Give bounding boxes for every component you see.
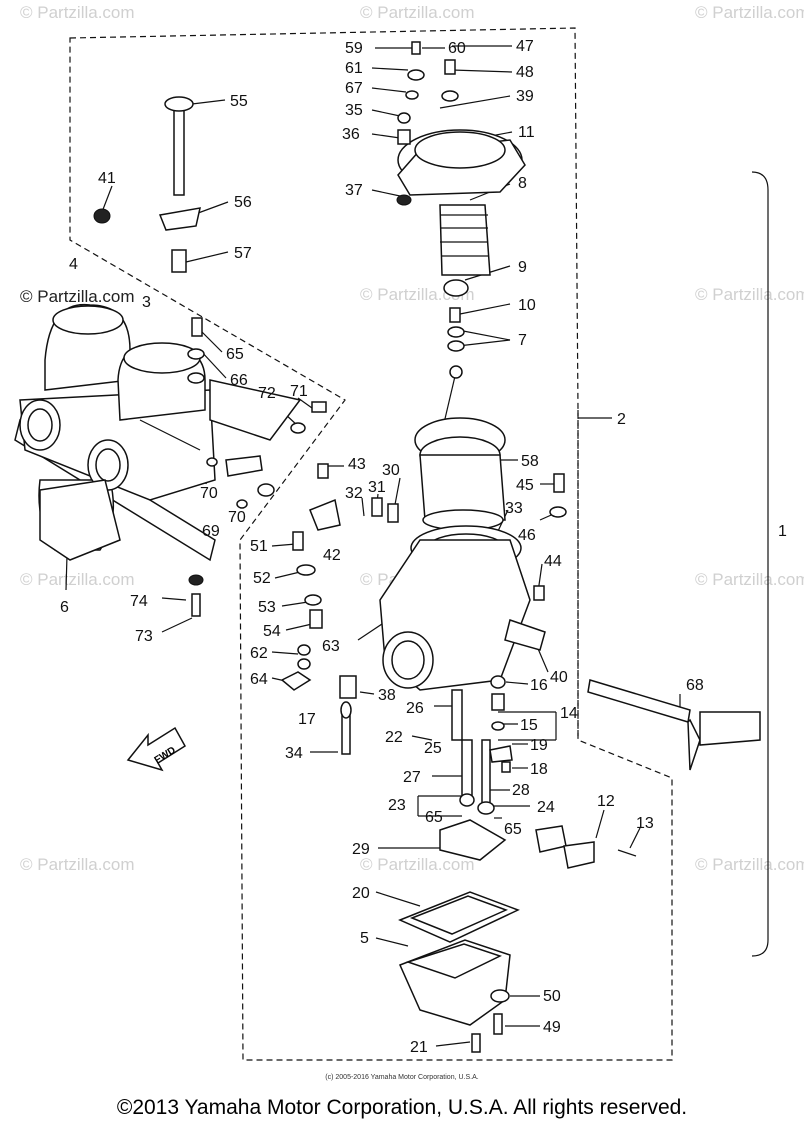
callout: 45 (516, 477, 534, 494)
callout: 50 (543, 988, 561, 1005)
carburetor-body (280, 463, 761, 771)
callout: 54 (263, 623, 281, 640)
callout: 14 (560, 705, 578, 722)
callout: 48 (516, 64, 534, 81)
watermark: © Partzilla.com (20, 3, 135, 22)
callout: 38 (378, 687, 396, 704)
callout: 24 (537, 799, 555, 816)
callout: 64 (250, 671, 268, 688)
callout: 53 (258, 599, 276, 616)
callout: 21 (410, 1039, 428, 1056)
callout: 59 (345, 40, 363, 57)
watermark: © Partzilla.com (695, 285, 804, 304)
callout: 25 (424, 740, 442, 757)
left-parts (39, 96, 327, 617)
callout: 7 (518, 332, 527, 349)
callout: 65 (226, 346, 244, 363)
callout: 49 (543, 1019, 561, 1036)
callout: 3 (142, 294, 151, 311)
callout: 35 (345, 102, 363, 119)
callout: 17 (298, 711, 316, 728)
callout: 57 (234, 245, 252, 262)
callout: 28 (512, 782, 530, 799)
callout: 10 (518, 297, 536, 314)
callout: 26 (406, 700, 424, 717)
callout: 65 (504, 821, 522, 838)
callout: 32 (345, 485, 363, 502)
watermark: © Partzilla.com (20, 855, 135, 874)
callout: 33 (505, 500, 523, 517)
callout: 51 (250, 538, 268, 555)
callout: 34 (285, 745, 303, 762)
callout: 39 (516, 88, 534, 105)
fwd-arrow: FWD (126, 726, 187, 772)
dashed-boundaries (69, 27, 673, 1061)
callout: 66 (230, 372, 248, 389)
callout: 19 (530, 737, 548, 754)
callout: 43 (348, 456, 366, 473)
callout: 13 (636, 815, 654, 832)
callout: 27 (403, 769, 421, 786)
upper-parts (396, 41, 526, 531)
callout: 71 (290, 383, 308, 400)
callout: 69 (202, 523, 220, 540)
callout: 36 (342, 126, 360, 143)
callout: 61 (345, 60, 363, 77)
callout: 11 (518, 124, 535, 141)
callout: 52 (253, 570, 271, 587)
watermark: © Partzilla.com (695, 570, 804, 589)
callout: 73 (135, 628, 153, 645)
callout: 41 (98, 170, 116, 187)
callout: 44 (544, 553, 562, 570)
callout: 18 (530, 761, 548, 778)
callout: 16 (530, 677, 548, 694)
callout: 8 (518, 175, 527, 192)
callout: 23 (388, 797, 406, 814)
small-copyright: (c) 2005-2016 Yamaha Motor Corporation, … (325, 1074, 479, 1081)
callout: 60 (448, 40, 466, 57)
callout: 42 (323, 547, 341, 564)
callouts: 59 60 47 61 48 67 39 35 36 11 37 8 9 10 … (60, 38, 787, 1056)
callout: 29 (352, 841, 370, 858)
callout: 68 (686, 677, 704, 694)
callout: 67 (345, 80, 363, 97)
callout: 12 (597, 793, 615, 810)
callout: 37 (345, 182, 363, 199)
copyright-notice: ©2013 Yamaha Motor Corporation, U.S.A. A… (116, 1096, 688, 1119)
watermark: © Partzilla.com (360, 3, 475, 22)
callout: 74 (130, 593, 148, 610)
callout: 40 (550, 669, 568, 686)
watermark-dark: © Partzilla.com (20, 287, 135, 306)
callout: 1 (778, 523, 787, 540)
callout: 4 (69, 256, 78, 273)
callout: 63 (322, 638, 340, 655)
callout: 6 (60, 599, 69, 616)
watermark: © Partzilla.com (360, 855, 475, 874)
callout: 9 (518, 259, 527, 276)
watermark: © Partzilla.com (695, 855, 804, 874)
callout: 46 (518, 527, 536, 544)
callout: 5 (360, 930, 369, 947)
callout: 22 (385, 729, 403, 746)
leader-lines (65, 45, 681, 1047)
callout: 70 (200, 485, 218, 502)
callout: 55 (230, 93, 248, 110)
callout: 56 (234, 194, 252, 211)
callout: 62 (250, 645, 268, 662)
callout: 31 (368, 479, 386, 496)
callout: 72 (258, 385, 276, 402)
callout: 47 (516, 38, 534, 55)
watermark: © Partzilla.com (20, 570, 135, 589)
callout: 70 (228, 509, 246, 526)
lower-parts (398, 675, 637, 1053)
callout: 2 (617, 411, 626, 428)
assembly-bracket (751, 171, 769, 957)
callout: 30 (382, 462, 400, 479)
callout: 20 (352, 885, 370, 902)
callout: 58 (521, 453, 539, 470)
callout: 15 (520, 717, 538, 734)
callout: 65 (425, 809, 443, 826)
watermark: © Partzilla.com (695, 3, 804, 22)
